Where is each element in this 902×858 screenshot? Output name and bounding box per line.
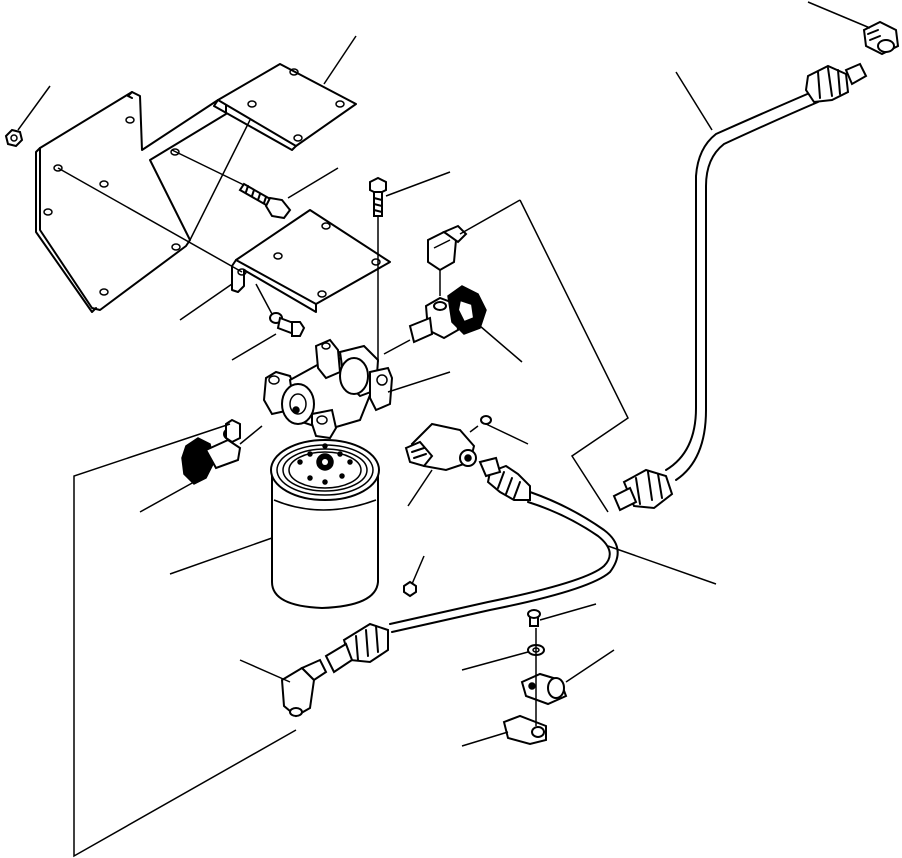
callout-line-small-nut bbox=[411, 555, 425, 585]
mounting-bracket bbox=[35, 91, 227, 313]
callout-line-upper-plate bbox=[323, 35, 357, 85]
elbow-fitting-top-right bbox=[862, 20, 900, 56]
callout-line-elbow-lower bbox=[239, 659, 291, 683]
elbow-fitting-lower bbox=[280, 658, 328, 718]
callout-line-left-frame bbox=[73, 423, 297, 858]
fuel-pipe-upper bbox=[612, 62, 868, 512]
callout-line-filter bbox=[169, 537, 273, 575]
callout-line-long-bolt bbox=[385, 171, 451, 197]
elbow-fitting-center bbox=[404, 422, 477, 472]
bracket-bolt bbox=[238, 182, 292, 220]
assembly-line bbox=[189, 119, 251, 241]
drain-valve bbox=[181, 418, 263, 485]
small-screw-center bbox=[469, 415, 492, 433]
callout-line-elbow-top bbox=[459, 199, 521, 235]
fuel-pipe-lower bbox=[324, 456, 619, 674]
callout-line-elbow-center bbox=[407, 469, 433, 507]
callout-line-plug bbox=[231, 333, 277, 361]
callout-line-top-right bbox=[807, 1, 871, 29]
callout-line-screw bbox=[485, 423, 529, 445]
callout-line-valve bbox=[479, 325, 523, 363]
clamp-bolt bbox=[527, 609, 541, 627]
assembly-line bbox=[171, 149, 247, 187]
callout-line-head bbox=[387, 371, 451, 393]
callout-line-washer bbox=[461, 651, 529, 671]
callout-line-pipe-upper bbox=[675, 71, 713, 131]
callout-line-pipe-lower bbox=[607, 545, 717, 585]
callout-line-bracket bbox=[179, 283, 233, 321]
upper-mount-plate bbox=[213, 63, 357, 151]
clamp-bracket bbox=[502, 628, 547, 746]
callout-line-clamp-bracket bbox=[461, 731, 509, 747]
callout-line-clamp-bolt bbox=[539, 603, 597, 621]
filter-head-mount-plate bbox=[231, 209, 391, 313]
callout-line-drain bbox=[139, 481, 195, 513]
assembly-line bbox=[57, 167, 243, 273]
callout-line-bolt bbox=[287, 167, 339, 199]
callout-leaders bbox=[17, 1, 871, 858]
pipe-clamp bbox=[520, 672, 568, 706]
fuel-filter-cartridge bbox=[270, 439, 380, 610]
callout-line-clamp bbox=[565, 649, 615, 683]
callout-line-bracket-long bbox=[519, 199, 629, 513]
callout-line-nut bbox=[17, 85, 51, 131]
plug-screw bbox=[255, 283, 306, 337]
valve-body-upper bbox=[383, 285, 487, 355]
small-nut-center bbox=[403, 580, 417, 598]
long-bolt bbox=[369, 176, 387, 362]
elbow-fitting-upper bbox=[427, 224, 468, 296]
hex-nut bbox=[4, 128, 24, 148]
filter-head bbox=[262, 338, 394, 440]
